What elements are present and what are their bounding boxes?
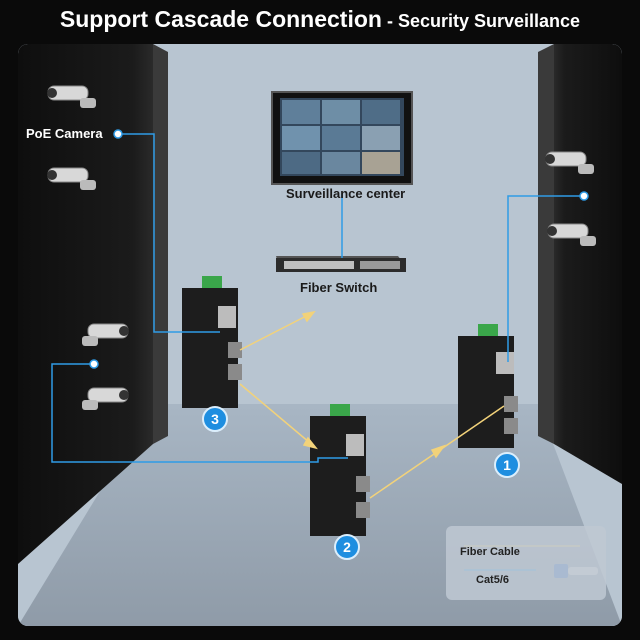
monitor-icon: [271, 91, 413, 185]
media-converter-2: [310, 404, 370, 536]
right-pillar: [538, 44, 622, 484]
media-converter-1: [458, 324, 518, 448]
camera-icon: [547, 223, 596, 246]
camera-icon: [82, 387, 129, 410]
legend: Fiber Cable Cat5/6: [446, 526, 606, 600]
legend-cat-label: Cat5/6: [476, 574, 510, 586]
fiber-switch-icon: [276, 256, 406, 272]
camera-icon: [82, 323, 129, 346]
camera-icon: [47, 167, 96, 190]
surveillance-center-label: Surveillance center: [286, 186, 406, 201]
title-separator: -: [381, 11, 398, 31]
camera-icon: [47, 85, 96, 108]
media-converter-3: [182, 276, 242, 408]
title-main: Support Cascade Connection: [59, 6, 382, 32]
poe-camera-label: PoE Camera: [26, 126, 103, 141]
badge-1: 1: [494, 452, 520, 478]
legend-fiber-label: Fiber Cable: [460, 546, 520, 558]
fiber-switch-label: Fiber Switch: [300, 280, 378, 295]
diagram-title: Support Cascade Connection - Security Su…: [0, 6, 640, 33]
badge-2: 2: [334, 534, 360, 560]
title-sub: Security Surveillance: [397, 11, 581, 31]
diagram-stage: PoE Camera Surveillance center Fiber Swi…: [18, 44, 622, 626]
camera-icon: [545, 151, 594, 174]
fiber-links: [239, 310, 505, 499]
copper-links: [51, 129, 589, 463]
badge-3: 3: [202, 406, 228, 432]
